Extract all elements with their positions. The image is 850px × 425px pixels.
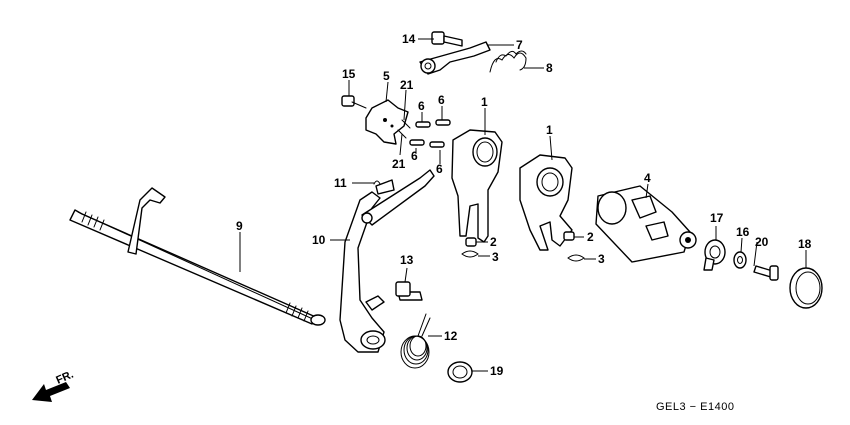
callout-21-bottom: 21	[392, 157, 406, 171]
star-cam-plate	[365, 99, 409, 145]
retaining-clip-right	[567, 254, 585, 262]
washer	[733, 251, 747, 269]
callout-21-top: 21	[400, 78, 414, 92]
callout-3-left: 3	[492, 250, 499, 264]
return-spring	[373, 179, 395, 195]
retaining-clip-left	[461, 250, 479, 258]
oil-seal	[447, 361, 473, 383]
shift-arm	[339, 169, 435, 353]
callout-15: 15	[342, 67, 356, 81]
callout-18: 18	[798, 237, 812, 251]
stopper-plate	[703, 239, 726, 271]
guide-pin-right	[563, 231, 575, 241]
callout-14: 14	[402, 32, 416, 46]
callout-1-left: 1	[481, 95, 488, 109]
callout-13: 13	[400, 253, 414, 267]
front-direction-label: FR.	[54, 369, 75, 387]
callout-6-b: 6	[438, 93, 445, 107]
drum-stopper-arm	[419, 41, 491, 75]
stopper-bolt	[431, 31, 463, 47]
callout-3-right: 3	[598, 252, 605, 266]
front-direction-arrow-icon: FR.	[32, 369, 75, 402]
callout-19: 19	[490, 364, 504, 378]
callout-labels: 14 7 8 15 5 21 21 6 6 6 6 1 1 4 11 10 9 …	[236, 32, 812, 378]
callout-4: 4	[644, 171, 651, 185]
dowel-pins	[409, 119, 451, 148]
callout-7: 7	[516, 38, 523, 52]
callout-1-right: 1	[546, 123, 553, 137]
stopper-spring	[489, 50, 527, 73]
callout-12: 12	[444, 329, 458, 343]
callout-6-d: 6	[436, 162, 443, 176]
diagram-reference-code: GEL3 − E1400	[656, 401, 734, 413]
shift-drum	[595, 185, 697, 263]
shift-fork-right	[519, 154, 573, 251]
callout-9: 9	[236, 219, 243, 233]
leader-lines	[239, 38, 807, 372]
callout-8: 8	[546, 61, 553, 75]
cover-plug	[789, 267, 823, 309]
shift-return-pin	[395, 281, 423, 301]
callout-6-a: 6	[418, 99, 425, 113]
callout-6-c: 6	[411, 149, 418, 163]
callout-10: 10	[312, 233, 326, 247]
callout-11: 11	[334, 176, 347, 190]
callout-17: 17	[710, 211, 724, 225]
callout-2-left: 2	[490, 235, 497, 249]
cam-bolt	[341, 95, 367, 109]
shift-fork-left	[451, 129, 503, 243]
callout-20: 20	[755, 235, 769, 249]
guide-pin-left	[465, 237, 477, 247]
callout-2-right: 2	[587, 230, 594, 244]
bolt	[753, 265, 779, 281]
gearshift-spindle	[69, 187, 326, 326]
callout-16: 16	[736, 225, 750, 239]
torsion-spring	[400, 313, 431, 369]
callout-5: 5	[383, 69, 390, 83]
